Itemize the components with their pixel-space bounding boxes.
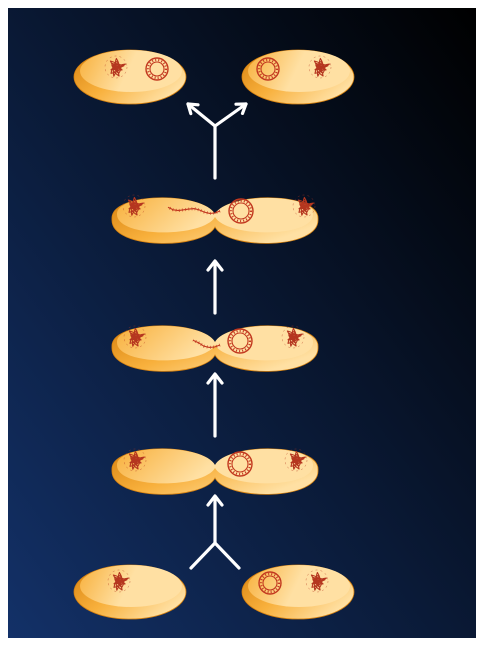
cell-top-face — [80, 50, 182, 92]
donor-cell — [242, 565, 354, 619]
cell-top-face — [80, 565, 182, 607]
cell-top-right — [242, 50, 354, 104]
cell-top-face — [248, 50, 350, 92]
recipient-cell — [74, 565, 186, 619]
diagram-panel — [8, 8, 476, 638]
conjugation-diagram — [8, 8, 476, 638]
cell-top-left — [74, 50, 186, 104]
